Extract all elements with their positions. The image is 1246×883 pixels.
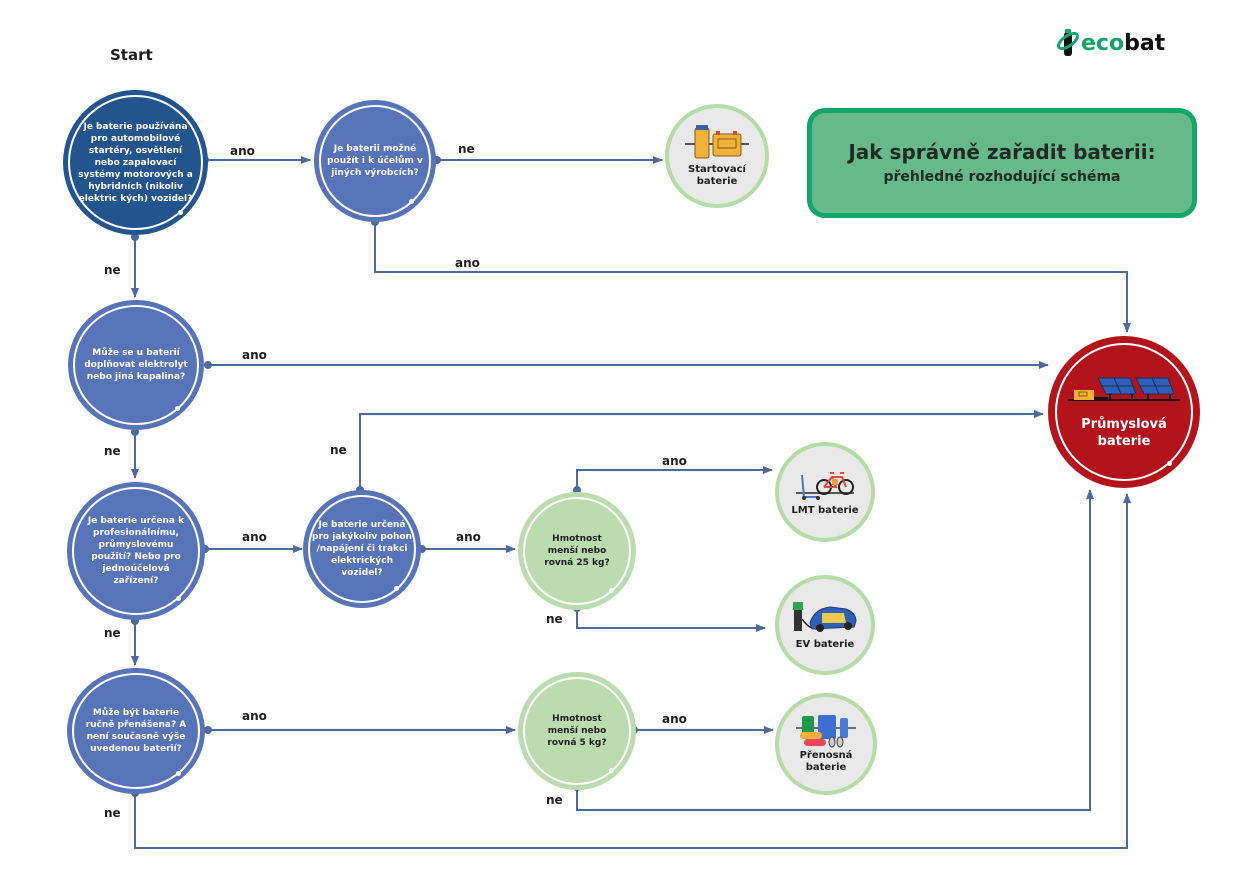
edge-label-ano: ano xyxy=(455,256,480,270)
edge-label-ano: ano xyxy=(242,348,267,362)
edge-q5-industrial xyxy=(359,410,1044,490)
question-text: Je baterie určená pro jakýkoliv pohon /n… xyxy=(312,520,412,578)
question-node-ev-traction[interactable]: Je baterie určená pro jakýkoliv pohon /n… xyxy=(303,490,421,608)
edge-q6-ev xyxy=(576,608,766,632)
question-text: Může být baterie ručně přenášena? A není… xyxy=(85,708,187,754)
edge-label-ano: ano xyxy=(242,709,267,723)
result-node-starter[interactable]: Startovací baterie xyxy=(665,104,769,208)
node-ring xyxy=(68,95,203,230)
battery-swirl-icon xyxy=(1057,29,1079,56)
result-node-portable[interactable]: Přenosná baterie xyxy=(775,693,877,795)
question-node-professional[interactable]: Je baterie určena k profesionálnímu, prů… xyxy=(67,482,205,620)
question-node-other-products[interactable]: Je baterii možné použít i k účelům v jin… xyxy=(314,100,436,222)
question-node-automotive[interactable]: Je baterie používána pro automobilové st… xyxy=(63,90,208,235)
edge-q6-lmt xyxy=(576,466,773,490)
node-ring xyxy=(523,677,631,785)
question-node-electrolyte[interactable]: Může se u baterií doplňovat elektrolyt n… xyxy=(68,300,204,430)
logo-bat-text: bat xyxy=(1124,30,1166,56)
question-text: Hmotnost menší nebo rovná 5 kg? xyxy=(547,714,607,748)
solar-panels-icon xyxy=(1068,377,1180,401)
page-subtitle: přehledné rozhodující schéma xyxy=(883,169,1121,185)
question-text: Je baterie používána pro automobilové st… xyxy=(78,121,193,204)
result-label: Přenosná baterie xyxy=(799,750,853,773)
edge-q8-industrial xyxy=(576,489,1094,811)
node-ring xyxy=(73,305,199,425)
node-ring xyxy=(72,673,200,789)
bike-scooter-icon xyxy=(796,472,854,500)
edge-label-ne: ne xyxy=(104,806,121,820)
edge-label-ano: ano xyxy=(662,454,687,468)
portable-batteries-icon xyxy=(796,715,856,748)
node-ring xyxy=(72,487,200,615)
logo-eco-text: eco xyxy=(1081,30,1125,56)
result-node-industrial[interactable]: Průmyslová baterie xyxy=(1048,336,1200,488)
result-node-lmt[interactable]: LMT baterie xyxy=(775,442,875,542)
question-text: Je baterii možné použít i k účelům v jin… xyxy=(327,144,423,178)
node-ring xyxy=(523,497,631,605)
edge-label-ne: ne xyxy=(104,444,121,458)
edge-dot xyxy=(204,726,212,734)
edge-dot xyxy=(204,361,212,369)
edge-label-ne: ne xyxy=(458,142,475,156)
edge-label-ano: ano xyxy=(230,144,255,158)
edge-label-ano: ano xyxy=(242,530,267,544)
result-label: Průmyslová baterie xyxy=(1081,417,1167,449)
edge-label-ne: ne xyxy=(546,612,563,626)
edge-q7-industrial xyxy=(134,493,1131,849)
question-node-portable[interactable]: Může být baterie ručně přenášena? A není… xyxy=(67,668,205,794)
question-node-weight-25kg[interactable]: Hmotnost menší nebo rovná 25 kg? xyxy=(518,492,636,610)
edge-label-ne: ne xyxy=(104,626,121,640)
electric-car-icon xyxy=(793,602,857,632)
edge-label-ano: ano xyxy=(662,712,687,726)
start-label: Start xyxy=(110,46,153,64)
node-ring xyxy=(308,495,416,603)
node-ring xyxy=(1055,343,1193,481)
question-node-weight-5kg[interactable]: Hmotnost menší nebo rovná 5 kg? xyxy=(518,672,636,790)
question-text: Hmotnost menší nebo rovná 25 kg? xyxy=(544,534,610,568)
edge-q2-industrial xyxy=(374,222,1131,333)
result-label: Startovací baterie xyxy=(688,164,746,187)
starter-battery-icon xyxy=(685,125,749,159)
edge-label-ano: ano xyxy=(456,530,481,544)
page-title: Jak správně zařadit baterii: xyxy=(848,140,1156,164)
result-label: LMT baterie xyxy=(791,505,859,516)
question-text: Může se u baterií doplňovat elektrolyt n… xyxy=(84,348,188,382)
question-text: Je baterie určena k profesionálnímu, prů… xyxy=(87,516,185,586)
edge-label-ne: ne xyxy=(104,263,121,277)
edge-label-ne: ne xyxy=(546,793,563,807)
edge-label-ne: ne xyxy=(330,443,347,457)
result-node-ev[interactable]: EV baterie xyxy=(775,575,875,675)
title-box: Jak správně zařadit baterii: přehledné r… xyxy=(807,108,1197,218)
node-ring xyxy=(319,105,431,217)
result-label: EV baterie xyxy=(795,639,855,650)
